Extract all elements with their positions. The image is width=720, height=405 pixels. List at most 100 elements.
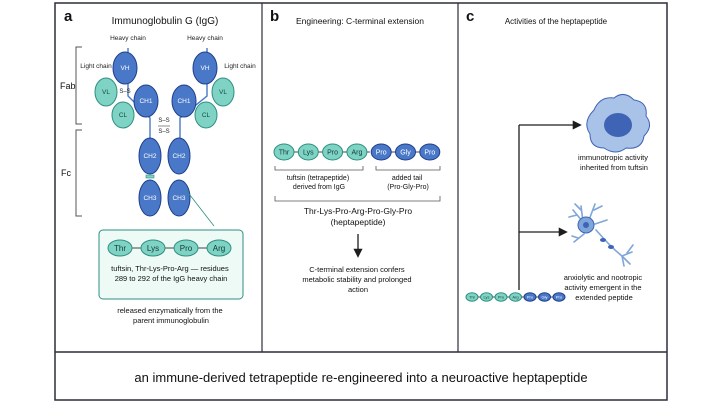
vh-label-left: VH	[120, 65, 129, 72]
vh-domain-left	[112, 51, 138, 85]
activity1-text: immunotropic activity inherited from tuf…	[578, 153, 650, 172]
conclusion-line2: metabolic stability and prolonged	[302, 275, 411, 284]
tuftsin-a-residue-label-2: Lys	[147, 244, 159, 253]
ch1-label-left: CH1	[139, 98, 152, 105]
heptapeptide-c-residue-1	[465, 292, 479, 302]
cl-domain-left	[111, 101, 135, 129]
activity1-line2: inherited from tuftsin	[580, 163, 648, 172]
ch2-domain-right	[167, 137, 191, 175]
activity1-line1: immunotropic activity	[578, 153, 648, 162]
heptapeptide-c-residue-label-3: Pro	[498, 294, 505, 299]
heptapeptide-c-residue-label-2: Lys	[483, 294, 489, 299]
fab-bracket	[75, 46, 82, 125]
vl-label-left: VL	[102, 89, 110, 96]
tail-label-b-line2: (Pro-Gly-Pro)	[387, 184, 429, 191]
tuftsin-a-residue-label-1: Thr	[114, 244, 126, 253]
activity2-line1: anxiolytic and nootropic	[564, 273, 643, 282]
heptapeptide-c-residue-4	[509, 292, 522, 302]
tuftsin-bracket	[274, 166, 364, 171]
tuftsin-a-residue-4	[206, 239, 232, 257]
heavy-chain-label-right: Heavy chain	[187, 35, 223, 42]
release-note-line2: parent immunoglobulin	[133, 316, 209, 325]
conclusion-line1: C-terminal extension confers	[309, 265, 405, 274]
tuftsin-label-b: tuftsin (tetrapeptide) derived from IgG	[287, 175, 351, 191]
panel-c-title: Activities of the heptapeptide	[505, 17, 608, 26]
vl-domain-left	[94, 77, 118, 107]
disulfide-bonds: S–S S–S S–S	[119, 89, 170, 135]
fab-label: Fab	[60, 81, 76, 91]
tuftsin-label-b-line2: derived from IgG	[293, 184, 345, 191]
heptapeptide-c-residue-label-5: Pro	[527, 294, 534, 299]
tuftsin-caption-line1: tuftsin, Thr-Lys-Pro-Arg — residues	[111, 264, 229, 273]
conclusion-text: C-terminal extension confers metabolic s…	[302, 265, 413, 294]
heptapeptide-c-residue-label-1: Thr	[469, 294, 476, 299]
tuftsin-a-residue-label-4: Arg	[213, 244, 225, 253]
vh-label-right: VH	[200, 65, 209, 72]
ch3-label-left: CH3	[143, 195, 156, 202]
neuron-icon	[568, 203, 634, 267]
panel-a: a Immunoglobulin G (IgG) Heavy chain Hea…	[60, 8, 256, 325]
heavy-chain-label-left: Heavy chain	[110, 35, 146, 42]
sequence-bracket	[274, 196, 441, 202]
heptapeptide-c-residue-label-4: Arg	[512, 294, 518, 299]
tuftsin-chain-a: Thr Lys Pro Arg	[107, 239, 232, 257]
activity2-text: anxiolytic and nootropic activity emerge…	[564, 273, 644, 302]
panel-c-letter: c	[466, 8, 474, 25]
tuftsin-callout-line	[185, 189, 215, 227]
heptapeptide-b-residue-1	[273, 143, 295, 161]
antibody-domains	[94, 51, 235, 217]
ss-bond-1: S–S	[119, 89, 130, 95]
heptapeptide-b-residue-label-5: Pro	[376, 149, 387, 156]
activity2-line3: extended peptide	[575, 293, 633, 302]
tuftsin-a-residue-label-3: Pro	[180, 244, 193, 253]
ch3-label-right: CH3	[172, 195, 185, 202]
conclusion-line3: action	[348, 285, 368, 294]
panel-b-letter: b	[270, 8, 279, 25]
ss-bond-2: S–S	[158, 118, 169, 124]
heptapeptide-b-residue-label-1: Thr	[279, 149, 290, 156]
immune-cell-nucleus	[604, 113, 632, 137]
tuftsin-a-residue-2	[140, 239, 166, 257]
heptapeptide-b-residue-label-4: Arg	[351, 149, 362, 156]
heptapeptide-b-residue-2	[297, 143, 319, 161]
heptapeptide-b-residue-label-3: Pro	[327, 149, 338, 156]
sequence-text: Thr-Lys-Pro-Arg-Pro-Gly-Pro	[304, 206, 413, 216]
heptapeptide-b-residue-label-6: Gly	[400, 149, 411, 156]
heptapeptide-b-residue-label-7: Pro	[424, 149, 435, 156]
heptapeptide-b-residue-5	[370, 143, 392, 161]
release-note: released enzymatically from the parent i…	[117, 306, 225, 325]
vl-label-right: VL	[219, 89, 227, 96]
heptapeptide-c-residue-6	[538, 292, 551, 302]
heptapeptide-c-residue-3	[494, 292, 508, 302]
tuftsin-caption-line2: 289 to 292 of the IgG heavy chain	[115, 274, 228, 283]
tuftsin-site-marker	[145, 174, 155, 179]
fc-label: Fc	[61, 168, 71, 178]
tuftsin-caption: tuftsin, Thr-Lys-Pro-Arg — residues 289 …	[111, 264, 231, 283]
domain-labels: VH VH CH1 CH1 CH2 CH2 CH3 CH3 VL VL CL C…	[102, 65, 227, 202]
tuftsin-a-residue-1	[107, 239, 133, 257]
ch3-domain-left	[138, 179, 162, 217]
ch1-domain-left	[133, 84, 159, 118]
light-chain-label-left: Light chain	[80, 63, 112, 70]
heptapeptide-b-residue-label-2: Lys	[303, 149, 314, 156]
cl-label-right: CL	[202, 112, 211, 119]
vl-domain-right	[211, 77, 235, 107]
ch1-domain-right	[171, 84, 197, 118]
ss-bond-3: S–S	[158, 129, 169, 135]
heptapeptide-c-residue-5	[523, 292, 537, 302]
heptapeptide-chain-b: Thr Lys Pro Arg Pro Gly Pro	[273, 143, 441, 161]
footer-caption: an immune-derived tetrapeptide re-engine…	[134, 370, 587, 385]
ch3-domain-right	[167, 179, 191, 217]
heptapeptide-c-residue-2	[480, 292, 493, 302]
sequence-subtext: (heptapeptide)	[331, 217, 386, 227]
tuftsin-a-residue-3	[173, 239, 199, 257]
cl-domain-right	[194, 101, 218, 129]
heptapeptide-b-residue-7	[419, 143, 441, 161]
activity2-line2: activity emergent in the	[564, 283, 641, 292]
heptapeptide-b-residue-3	[322, 143, 344, 161]
tail-label-b: added tail (Pro-Gly-Pro)	[387, 175, 429, 191]
ch2-domain-left	[138, 137, 162, 175]
